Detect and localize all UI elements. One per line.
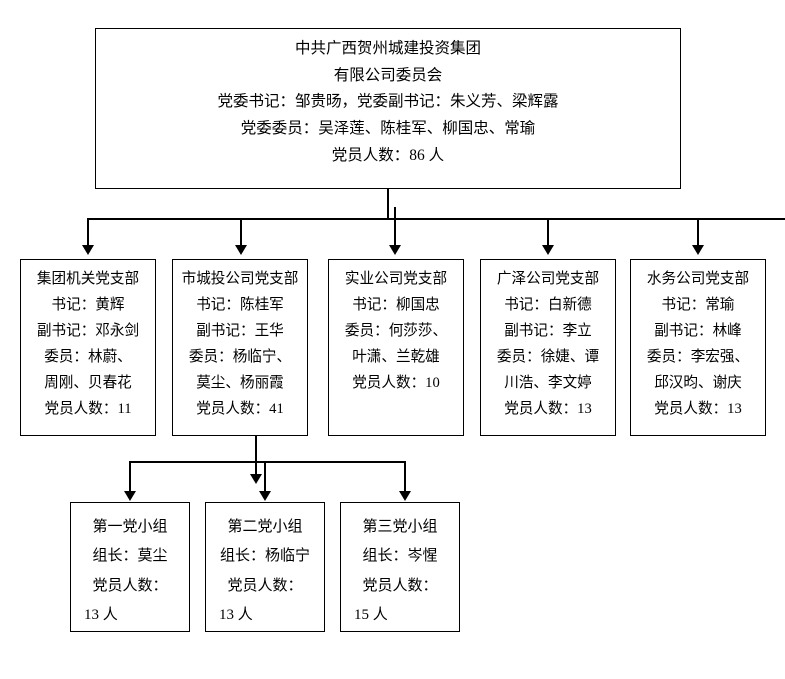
connector-drop-group-1 xyxy=(264,461,266,492)
branch-3-line-2: 书记：白新德 xyxy=(504,296,592,313)
node-party-group-3[interactable]: 第三党小组 组长：岑惺 党员人数： 15 人 xyxy=(340,502,460,632)
root-line-2: 有限公司委员会 xyxy=(333,66,443,84)
branch-3-line-5: 川浩、李文婷 xyxy=(504,374,592,391)
node-branch-guangze[interactable]: 广泽公司党支部 书记：白新德 副书记：李立 委员：徐婕、谭 川浩、李文婷 党员人… xyxy=(480,259,616,436)
branch-4-line-6: 党员人数：13 xyxy=(654,400,742,417)
group-0-count-value: 13 人 xyxy=(84,606,118,623)
branch-4-title: 水务公司党支部 xyxy=(646,271,750,287)
connector-group-bus xyxy=(130,461,405,463)
root-line-4: 党委委员：吴泽莲、陈桂军、柳国忠、常瑜 xyxy=(240,119,536,137)
root-line-3: 党委书记：邹贵旸，党委副书记：朱义芳、梁辉露 xyxy=(217,93,559,111)
branch-2-line-2: 书记：柳国忠 xyxy=(352,296,440,313)
branch-0-line-6: 党员人数：11 xyxy=(44,400,132,417)
branch-1-line-3: 副书记：王华 xyxy=(196,322,284,339)
node-branch-urban-investment[interactable]: 市城投公司党支部 书记：陈桂军 副书记：王华 委员：杨临宁、 莫尘、杨丽霞 党员… xyxy=(172,259,308,436)
group-0-leader: 组长：莫尘 xyxy=(92,548,168,565)
node-party-committee[interactable]: 中共广西贺州城建投资集团 有限公司委员会 党委书记：邹贵旸，党委副书记：朱义芳、… xyxy=(95,28,681,189)
node-branch-group-agency[interactable]: 集团机关党支部 书记：黄辉 副书记：邓永剑 委员：林蔚、 周刚、贝春花 党员人数… xyxy=(20,259,156,436)
branch-2-line-5: 党员人数：10 xyxy=(352,374,440,391)
connector-drop-group-2 xyxy=(404,461,406,492)
arrowhead-branch-0 xyxy=(82,245,94,255)
group-1-count-value: 13 人 xyxy=(219,606,253,623)
branch-2-title: 实业公司党支部 xyxy=(344,271,448,287)
connector-drop-branch-1 xyxy=(240,218,242,245)
arrowhead-group-2 xyxy=(399,491,411,501)
branch-4-line-4: 委员：李宏强、 xyxy=(646,348,750,365)
arrowhead-group-1 xyxy=(259,491,271,501)
group-2-count-label: 党员人数： xyxy=(362,577,438,594)
branch-0-line-4: 委员：林蔚、 xyxy=(44,348,132,365)
branch-3-line-3: 副书记：李立 xyxy=(504,322,592,339)
branch-0-title: 集团机关党支部 xyxy=(36,271,140,287)
connector-root-stem xyxy=(387,189,389,219)
connector-drop-branch-3 xyxy=(547,218,549,245)
arrowhead-group-0 xyxy=(124,491,136,501)
connector-drop-branch-4 xyxy=(697,218,699,245)
branch-4-line-2: 书记：常瑜 xyxy=(661,296,735,313)
group-2-count-value: 15 人 xyxy=(354,606,388,623)
connector-drop-branch-0 xyxy=(87,218,89,245)
branch-3-line-4: 委员：徐婕、谭 xyxy=(496,348,600,365)
branch-1-line-4: 委员：杨临宁、 xyxy=(188,348,292,365)
connector-branch-bus xyxy=(88,218,785,220)
branch-0-line-5: 周刚、贝春花 xyxy=(44,374,132,391)
node-branch-water[interactable]: 水务公司党支部 书记：常瑜 副书记：林峰 委员：李宏强、 邱汉昀、谢庆 党员人数… xyxy=(630,259,766,436)
branch-0-line-3: 副书记：邓永剑 xyxy=(36,322,140,339)
group-1-count-label: 党员人数： xyxy=(227,577,303,594)
branch-3-line-6: 党员人数：13 xyxy=(504,400,592,417)
arrowhead-branch-1 xyxy=(235,245,247,255)
branch-4-line-5: 邱汉昀、谢庆 xyxy=(654,374,742,391)
arrowhead-branch1-stem xyxy=(250,474,262,484)
group-1-leader: 组长：杨临宁 xyxy=(219,548,310,565)
group-0-count-label: 党员人数： xyxy=(92,577,168,594)
branch-1-title: 市城投公司党支部 xyxy=(181,271,299,287)
arrowhead-branch-3 xyxy=(542,245,554,255)
node-party-group-1[interactable]: 第一党小组 组长：莫尘 党员人数： 13 人 xyxy=(70,502,190,632)
branch-1-line-2: 书记：陈桂军 xyxy=(196,296,284,313)
root-line-5: 党员人数：86 人 xyxy=(331,146,445,164)
connector-drop-branch-2 xyxy=(394,207,396,245)
group-2-leader: 组长：岑惺 xyxy=(362,548,438,565)
root-line-1: 中共广西贺州城建投资集团 xyxy=(294,40,481,57)
node-branch-industrial[interactable]: 实业公司党支部 书记：柳国忠 委员：何莎莎、 叶潇、兰乾雄 党员人数：10 xyxy=(328,259,464,436)
branch-0-line-2: 书记：黄辉 xyxy=(51,296,125,313)
branch-3-title: 广泽公司党支部 xyxy=(496,271,600,287)
branch-1-line-5: 莫尘、杨丽霞 xyxy=(196,374,284,391)
group-2-title: 第三党小组 xyxy=(362,519,438,535)
branch-4-line-3: 副书记：林峰 xyxy=(654,322,742,339)
node-party-group-2[interactable]: 第二党小组 组长：杨临宁 党员人数： 13 人 xyxy=(205,502,325,632)
group-0-title: 第一党小组 xyxy=(92,519,168,535)
branch-1-line-6: 党员人数：41 xyxy=(196,400,284,417)
group-1-title: 第二党小组 xyxy=(227,519,303,535)
arrowhead-branch-2 xyxy=(389,245,401,255)
connector-drop-group-0 xyxy=(129,461,131,492)
branch-2-line-3: 委员：何莎莎、 xyxy=(344,322,448,339)
branch-2-line-4: 叶潇、兰乾雄 xyxy=(352,348,440,365)
connector-branch1-stem xyxy=(255,436,257,476)
arrowhead-branch-4 xyxy=(692,245,704,255)
